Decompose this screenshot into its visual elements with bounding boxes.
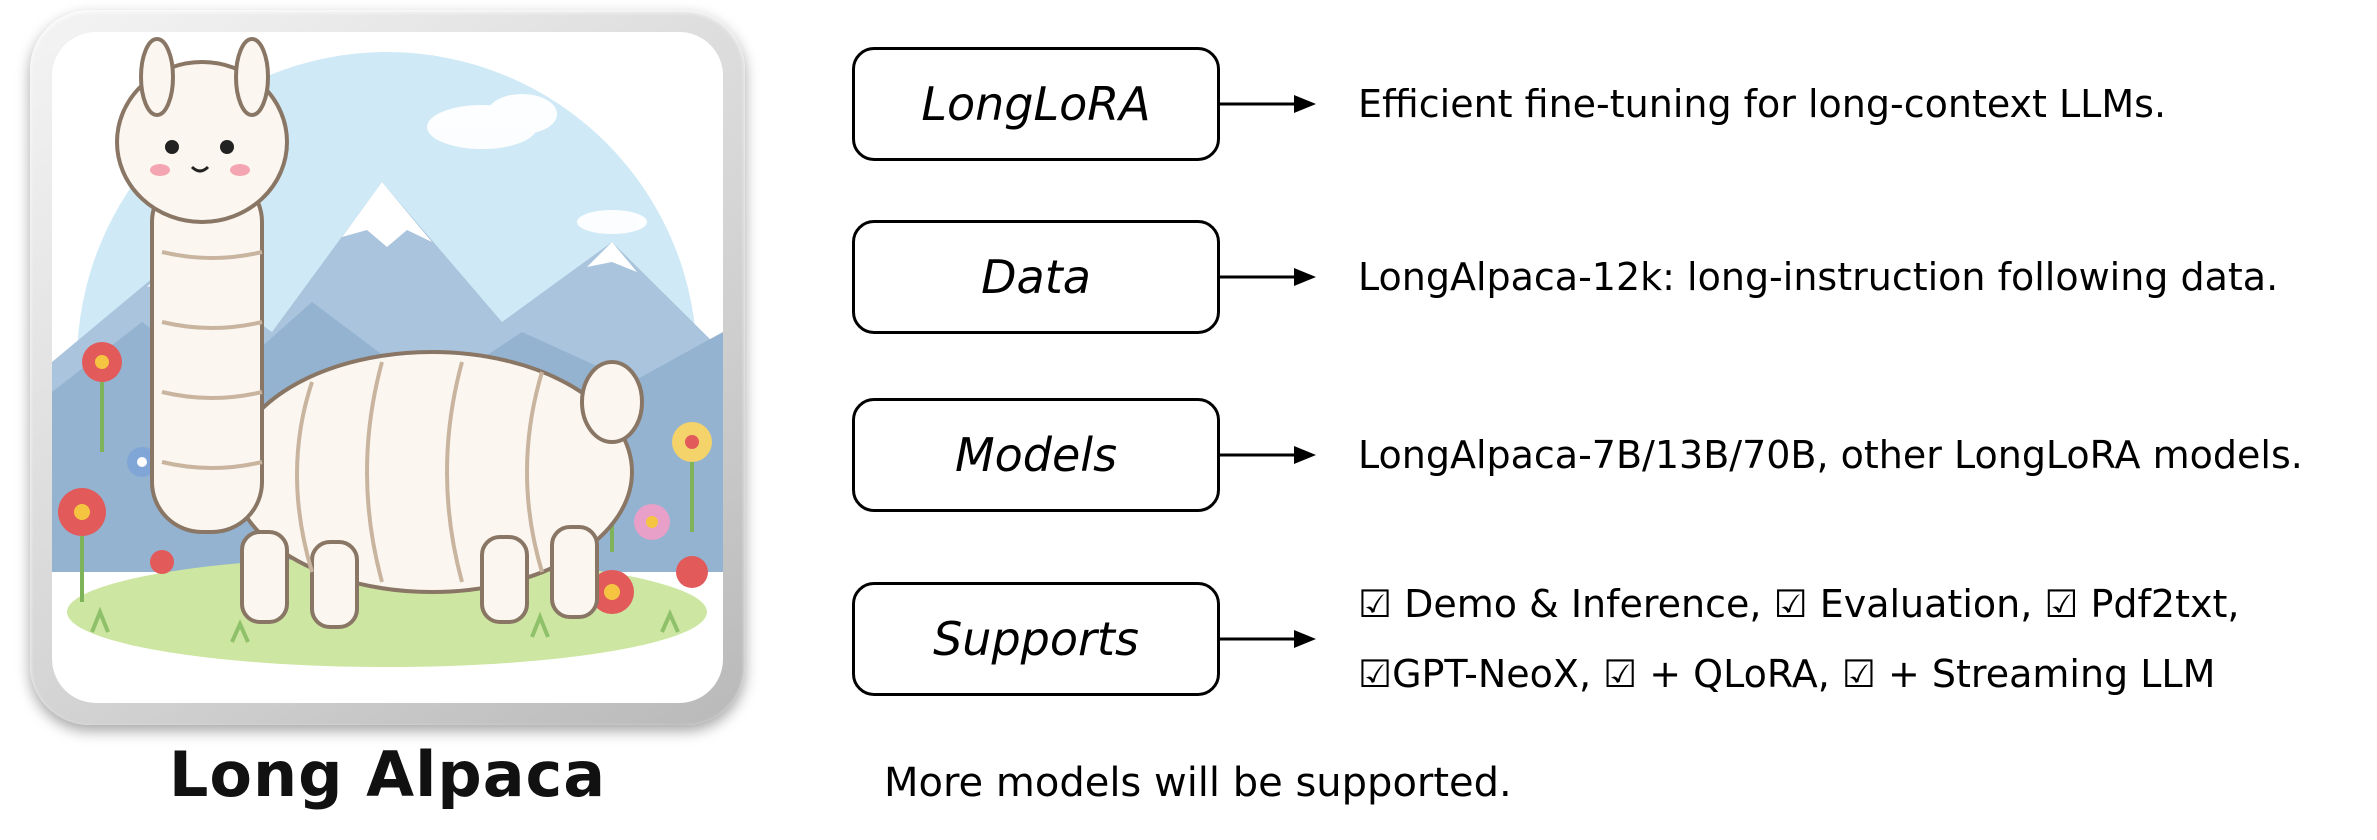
- supports-line-2: ☑GPT-NeoX, ☑ + QLoRA, ☑ + Streaming LLM: [1358, 652, 2216, 696]
- data-description: LongAlpaca-12k: long-instruction followi…: [1358, 255, 2279, 299]
- longlora-description: Efficient fine-tuning for long-context L…: [1358, 82, 2167, 126]
- models-description: LongAlpaca-7B/13B/70B, other LongLoRA mo…: [1358, 433, 2303, 477]
- logo-card: [30, 10, 745, 725]
- alpaca-illustration: [52, 32, 723, 703]
- arrow-icon: [1220, 95, 1316, 113]
- supports-box: Supports: [852, 582, 1220, 696]
- models-box: Models: [852, 398, 1220, 512]
- arrow-icon: [1220, 630, 1316, 648]
- supports-description: ☑ Demo & Inference, ☑ Evaluation, ☑ Pdf2…: [1358, 582, 2239, 696]
- supports-line-1: ☑ Demo & Inference, ☑ Evaluation, ☑ Pdf2…: [1358, 582, 2240, 626]
- row-data: Data LongAlpaca-12k: long-instruction fo…: [852, 220, 2352, 338]
- arrow-icon: [1220, 446, 1316, 464]
- data-box: Data: [852, 220, 1220, 334]
- longlora-box: LongLoRA: [852, 47, 1220, 161]
- footer-note: More models will be supported.: [884, 760, 1512, 806]
- row-supports: Supports ☑ Demo & Inference, ☑ Evaluatio…: [852, 582, 2352, 700]
- row-models: Models LongAlpaca-7B/13B/70B, other Long…: [852, 398, 2352, 516]
- row-longlora: LongLoRA Efficient fine-tuning for long-…: [852, 47, 2352, 165]
- logo-title: Long Alpaca: [168, 738, 607, 811]
- arrow-icon: [1220, 268, 1316, 286]
